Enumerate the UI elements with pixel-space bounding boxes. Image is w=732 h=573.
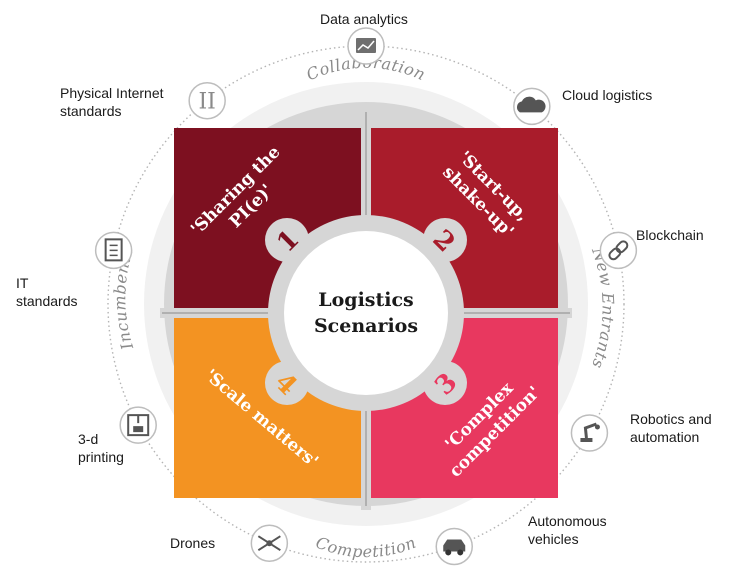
analytics-chart-icon [356,38,376,53]
tech-label-it-standards-line-2: standards [16,293,78,309]
tech-label-3d-printing-line-2: printing [78,449,124,465]
tech-label-robotics: Robotics and automation [630,410,712,446]
tech-label-robotics-line-1: Robotics and [630,411,712,427]
robot-arm-icon [580,422,600,442]
tech-label-pi-standards-line-2: standards [60,103,122,119]
car-icon [443,539,466,556]
tech-label-drones: Drones [170,534,215,552]
tech-label-drones-line-1: Drones [170,535,216,551]
tech-label-autonomous-vehicles-line-1: Autonomous [528,513,607,529]
drone-icon [257,535,281,552]
axis-label-competition: Competition [313,533,419,562]
chain-link-icon [608,240,629,261]
tech-label-cloud-logistics: Cloud logistics [562,86,652,104]
tech-label-pi-standards: Physical Internet standards [60,84,164,120]
notch-3-ring [423,361,467,405]
tech-label-autonomous-vehicles-line-2: vehicles [528,531,579,547]
tech-node-3d-printing [119,406,157,444]
tech-node-data-analytics [347,27,385,65]
center-title-line-2: Scenarios [314,315,418,337]
tech-label-robotics-line-2: automation [630,429,700,445]
tech-label-cloud-logistics-line-1: Cloud logistics [562,87,653,103]
tech-label-pi-standards-line-1: Physical Internet [60,85,164,101]
center-title-line-1: Logistics [318,289,414,311]
document-icon [104,238,123,262]
printer-3d-icon [127,414,150,437]
tech-node-it-standards [94,231,133,270]
notch-1-ring [265,218,309,262]
roman-two-icon-text: II [198,90,215,115]
roman-two-icon: II [198,90,215,115]
tech-node-robotics [570,414,609,452]
tech-label-blockchain: Blockchain [636,226,704,244]
tech-label-data-analytics-line-1: Data analytics [320,11,408,27]
tech-node-cloud-logistics [513,87,551,126]
tech-label-3d-printing-line-1: 3-d [78,431,99,447]
tech-label-autonomous-vehicles: Autonomous vehicles [528,512,607,548]
notch-4-ring [265,361,309,405]
center-disc [284,231,448,395]
cloud-icon [516,96,546,113]
tech-label-it-standards-line-1: IT [16,275,29,291]
tech-node-circle [119,406,157,444]
tech-node-drones [250,524,289,562]
tech-node-circle [188,81,226,120]
tech-node-circle [570,414,609,452]
tech-node-blockchain [599,231,638,270]
tech-node-autonomous-vehicles [435,527,473,566]
tech-label-blockchain-line-1: Blockchain [636,227,704,243]
tech-label-it-standards: IT standards [16,274,77,310]
tech-label-3d-printing: 3-d printing [78,430,124,466]
notch-2-ring [423,218,467,262]
tech-label-data-analytics: Data analytics [320,10,408,28]
tech-node-pi-standards: II [188,81,226,120]
